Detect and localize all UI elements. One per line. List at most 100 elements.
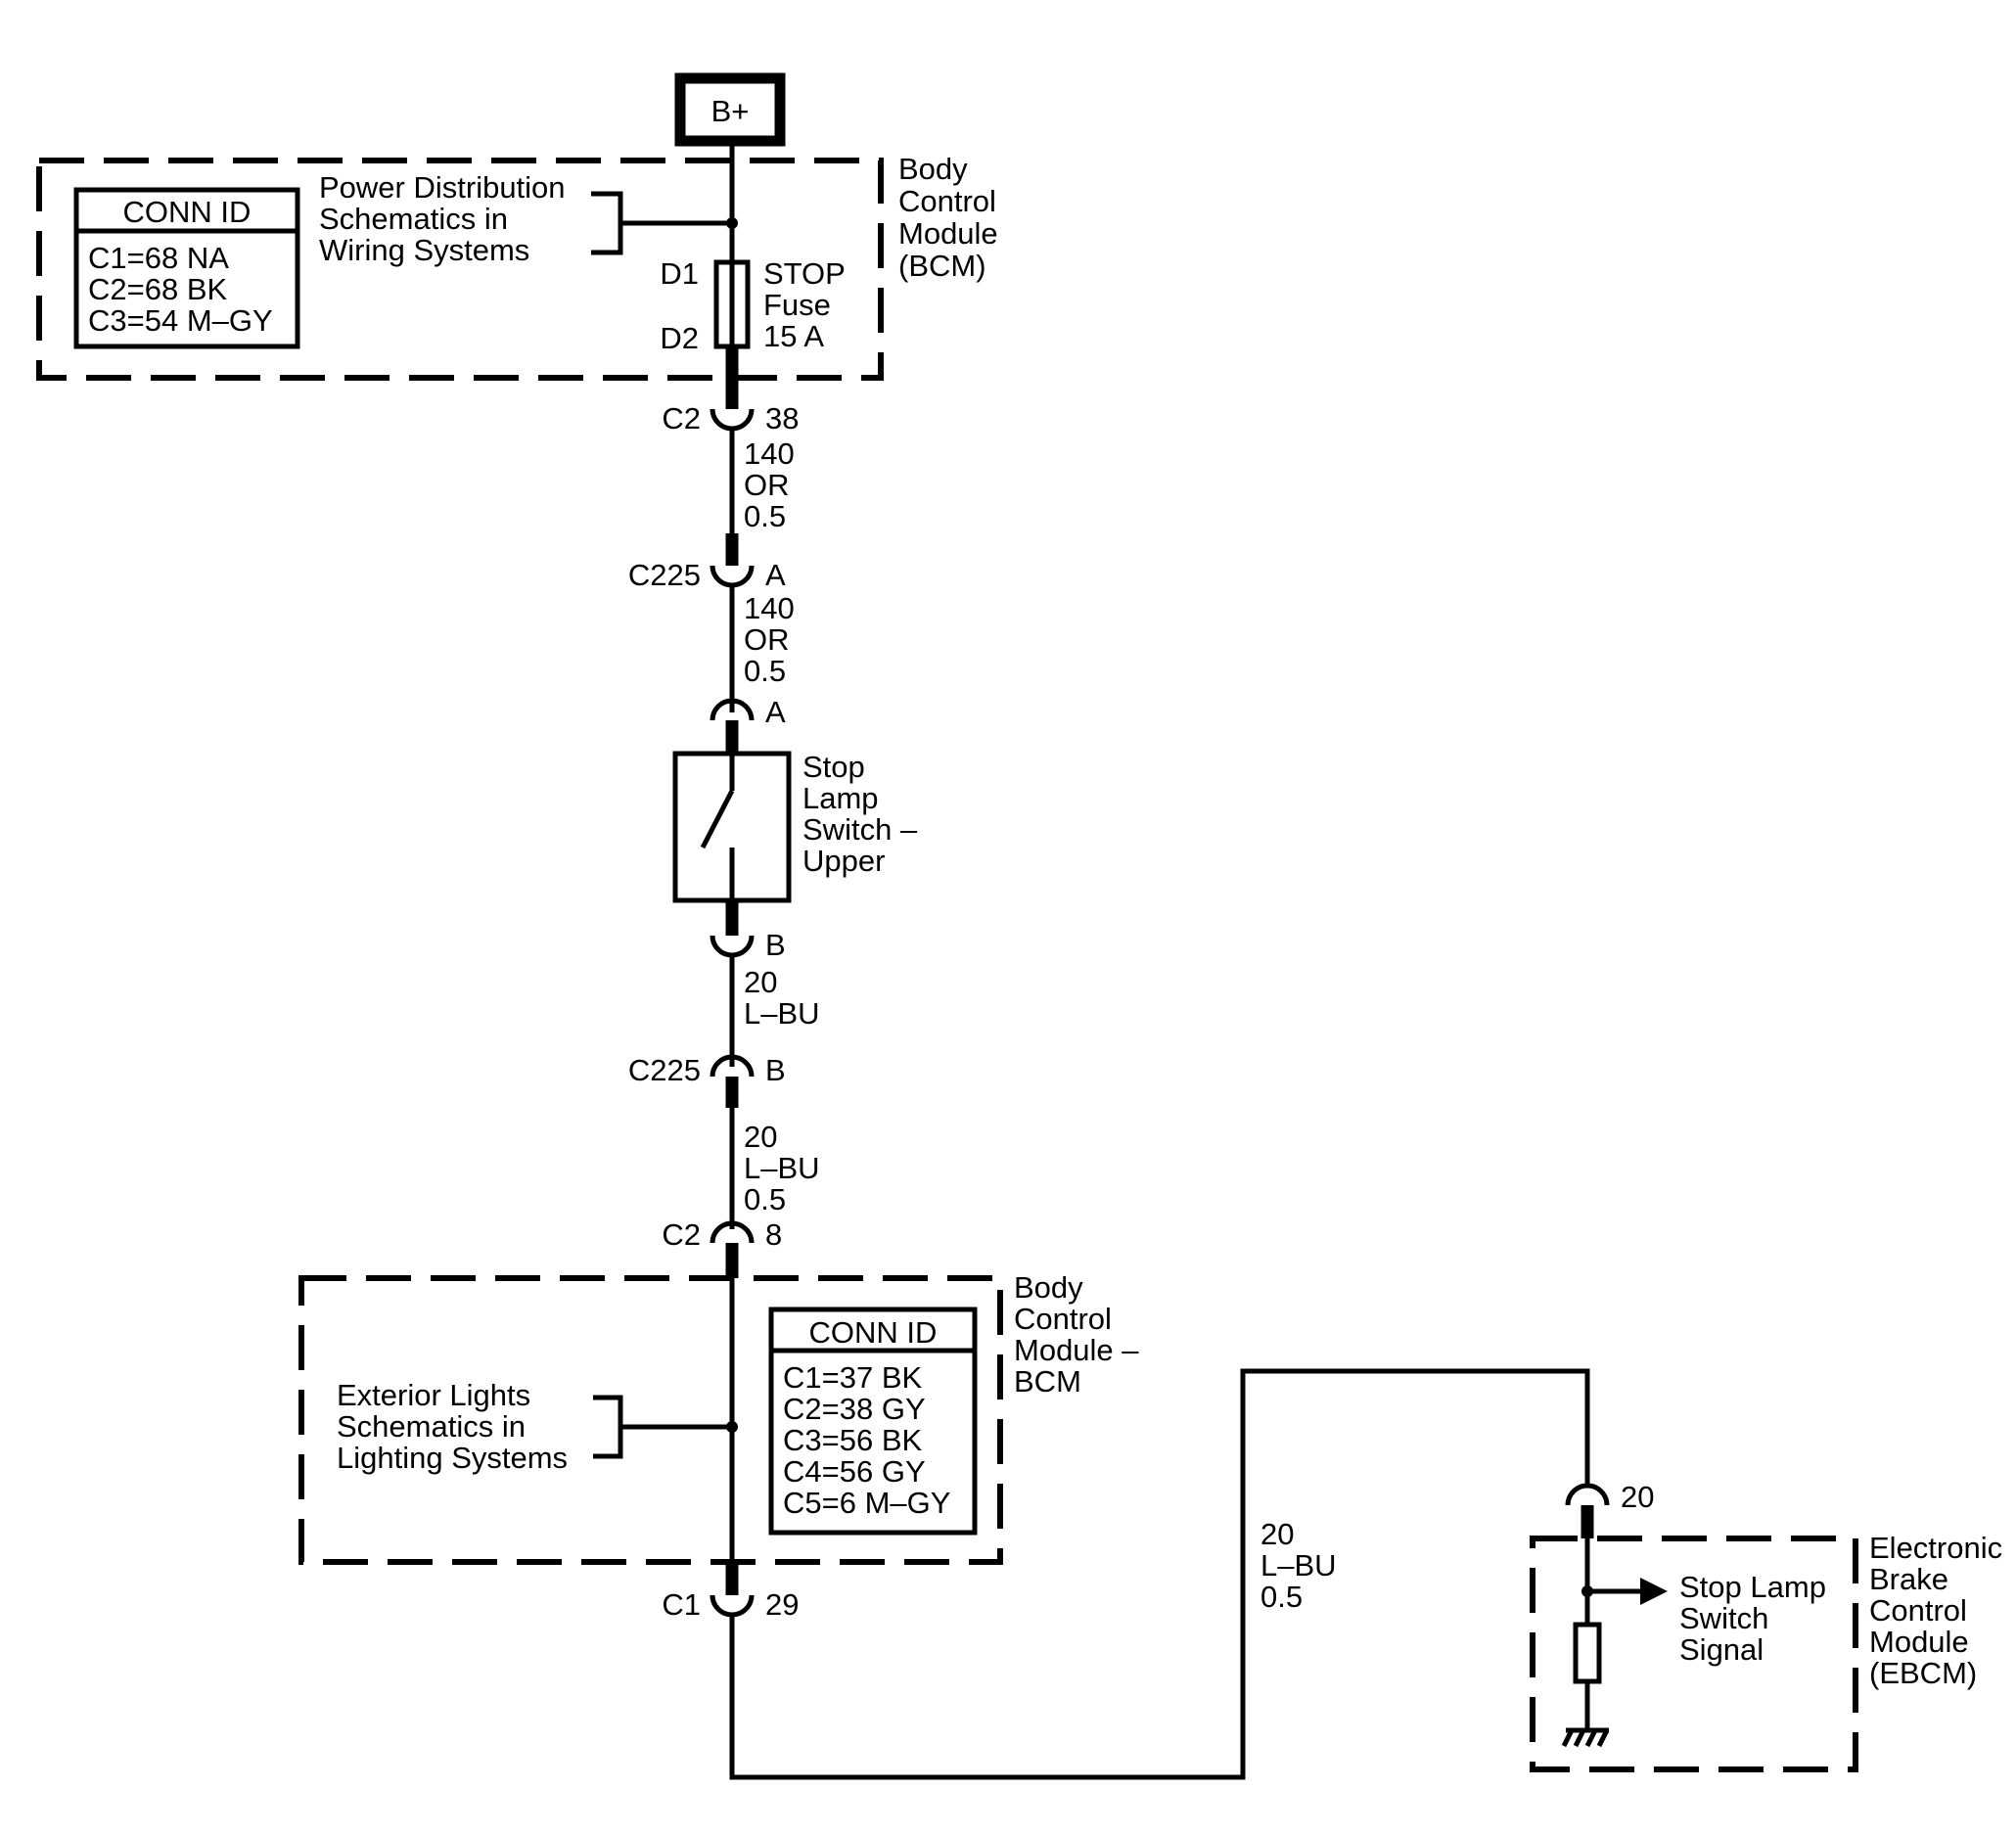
svg-text:L–BU: L–BU <box>744 1151 820 1185</box>
connector-c2-38[interactable]: C2 38 <box>662 401 799 436</box>
wire-label-20-l-bu: 20 L–BU 0.5 <box>744 1120 820 1216</box>
svg-text:(BCM): (BCM) <box>898 249 986 283</box>
svg-text:Stop: Stop <box>802 750 865 784</box>
svg-text:29: 29 <box>765 1587 799 1622</box>
svg-text:BCM: BCM <box>1014 1364 1081 1399</box>
svg-text:0.5: 0.5 <box>744 499 786 533</box>
svg-text:Switch: Switch <box>1679 1601 1768 1635</box>
svg-text:B: B <box>765 1053 786 1087</box>
connector-c225-b[interactable]: C225 B <box>628 1053 786 1087</box>
svg-text:OR: OR <box>744 468 790 502</box>
svg-text:Module: Module <box>898 216 998 251</box>
connector-ebcm-20[interactable]: 20 <box>1565 1480 1654 1514</box>
power-distribution-reference[interactable]: Power Distribution Schematics in Wiring … <box>319 170 732 267</box>
bcm-top-name: Body Control Module (BCM) <box>898 152 998 283</box>
svg-text:20: 20 <box>1260 1517 1294 1551</box>
svg-text:Power Distribution: Power Distribution <box>319 170 566 205</box>
battery-terminal: B+ <box>674 72 786 147</box>
svg-text:L–BU: L–BU <box>744 996 820 1031</box>
bcm-bottom-conn-id-table: CONN ID C1=37 BK C2=38 GY C3=56 BK C4=56… <box>768 1307 978 1536</box>
stop-lamp-switch-signal-label: Stop Lamp Switch Signal <box>1679 1570 1826 1667</box>
connector-c1-29[interactable]: C1 29 <box>662 1587 799 1622</box>
svg-text:Body: Body <box>898 152 968 186</box>
svg-text:Electronic: Electronic <box>1869 1531 2002 1565</box>
svg-text:0.5: 0.5 <box>744 654 786 688</box>
svg-text:0.5: 0.5 <box>744 1182 786 1216</box>
bcm-bottom-outline <box>298 1275 1003 1565</box>
svg-text:B: B <box>765 928 786 962</box>
svg-text:Control: Control <box>1014 1302 1112 1336</box>
pull-down-resistor <box>1573 1622 1602 1684</box>
svg-text:L–BU: L–BU <box>1260 1548 1337 1583</box>
svg-text:Lighting Systems: Lighting Systems <box>337 1441 568 1475</box>
stop-lamp-switch[interactable] <box>672 751 792 903</box>
svg-text:OR: OR <box>744 622 790 657</box>
fuse-pin-d1: D1 <box>660 256 699 291</box>
bcm-top-outline <box>36 158 884 381</box>
connector-switch-a[interactable]: A <box>710 695 786 729</box>
svg-text:Module –: Module – <box>1014 1333 1139 1367</box>
conn-id-row: C5=6 M–GY <box>783 1486 950 1520</box>
ebcm-name: Electronic Brake Control Module (EBCM) <box>1869 1531 2002 1690</box>
conn-id-title: CONN ID <box>123 195 252 229</box>
svg-text:Switch –: Switch – <box>802 812 918 847</box>
svg-text:Control: Control <box>1869 1593 1967 1628</box>
conn-id-row: C1=68 NA <box>88 241 229 275</box>
connector-switch-b[interactable]: B <box>710 928 786 962</box>
conn-id-row: C1=37 BK <box>783 1360 923 1395</box>
svg-text:0.5: 0.5 <box>1260 1580 1303 1614</box>
svg-text:Upper: Upper <box>802 844 885 878</box>
svg-text:Fuse: Fuse <box>763 288 831 322</box>
svg-text:Control: Control <box>898 184 996 218</box>
connector-c2-8[interactable]: C2 8 <box>662 1217 782 1252</box>
wire-label-20-l-bu: 20 L–BU <box>744 965 820 1031</box>
svg-text:Module: Module <box>1869 1625 1969 1659</box>
svg-text:38: 38 <box>765 401 799 436</box>
svg-text:C1: C1 <box>662 1587 701 1622</box>
switch-name: Stop Lamp Switch – Upper <box>802 750 918 878</box>
svg-text:Lamp: Lamp <box>802 781 879 815</box>
svg-text:Wiring Systems: Wiring Systems <box>319 233 529 267</box>
svg-text:8: 8 <box>765 1217 782 1252</box>
svg-text:Schematics in: Schematics in <box>319 202 508 236</box>
splice-point <box>726 1421 738 1433</box>
conn-id-row: C2=68 BK <box>88 272 228 306</box>
svg-text:140: 140 <box>744 591 795 625</box>
svg-text:Body: Body <box>1014 1270 1083 1305</box>
exterior-lights-reference[interactable]: Exterior Lights Schematics in Lighting S… <box>337 1378 732 1475</box>
svg-text:(EBCM): (EBCM) <box>1869 1656 1977 1690</box>
fuse-pin-d2: D2 <box>660 321 699 355</box>
svg-text:Stop Lamp: Stop Lamp <box>1679 1570 1826 1604</box>
conn-id-row: C3=56 BK <box>783 1423 923 1457</box>
conn-id-row: C3=54 M–GY <box>88 303 273 338</box>
svg-text:20: 20 <box>744 1120 777 1154</box>
svg-text:C2: C2 <box>662 401 701 436</box>
conn-id-row: C2=38 GY <box>783 1392 926 1426</box>
svg-text:Signal: Signal <box>1679 1632 1764 1667</box>
svg-text:C2: C2 <box>662 1217 701 1252</box>
wire-label-140-or: 140 OR 0.5 <box>744 591 795 688</box>
svg-text:15 A: 15 A <box>763 319 824 353</box>
svg-text:Exterior Lights: Exterior Lights <box>337 1378 530 1412</box>
svg-text:A: A <box>765 695 786 729</box>
svg-text:Schematics in: Schematics in <box>337 1409 526 1444</box>
svg-text:Brake: Brake <box>1869 1562 1948 1596</box>
svg-text:A: A <box>765 558 786 592</box>
ground-icon <box>1561 1727 1610 1748</box>
conn-id-title: CONN ID <box>809 1315 938 1350</box>
ebcm-outline <box>1530 1536 1858 1772</box>
svg-text:C225: C225 <box>628 558 701 592</box>
bcm-top-conn-id-table: CONN ID C1=68 NA C2=68 BK C3=54 M–GY <box>73 187 300 349</box>
svg-text:20: 20 <box>1621 1480 1654 1514</box>
conn-id-row: C4=56 GY <box>783 1454 926 1489</box>
fuse-label: STOP Fuse 15 A <box>763 256 846 353</box>
wire-label-140-or: 140 OR 0.5 <box>744 436 795 533</box>
connector-c225-a[interactable]: C225 A <box>628 558 786 592</box>
svg-text:STOP: STOP <box>763 256 846 291</box>
battery-label: B+ <box>711 94 750 128</box>
svg-text:C225: C225 <box>628 1053 701 1087</box>
svg-text:140: 140 <box>744 436 795 471</box>
stop-fuse[interactable] <box>713 259 751 349</box>
wire-20-l-bu-to-ebcm <box>729 1368 1590 1780</box>
